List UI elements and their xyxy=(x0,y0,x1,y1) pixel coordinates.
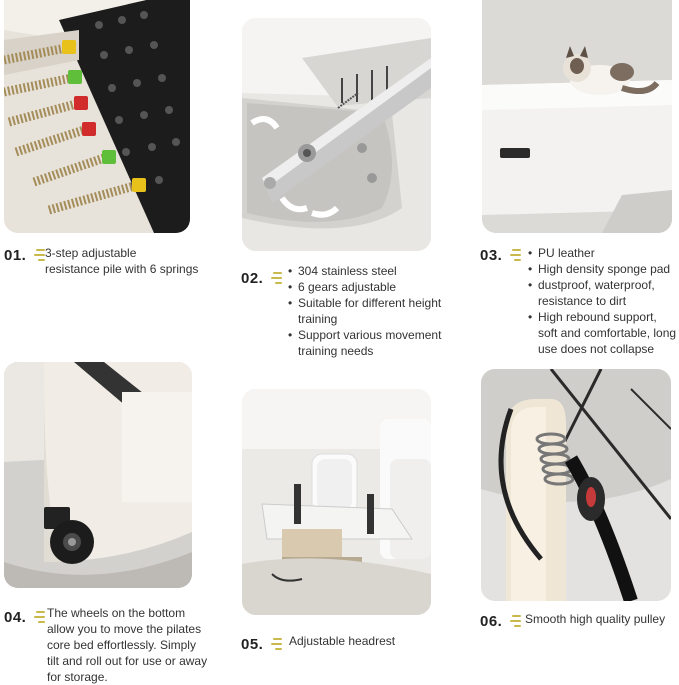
photo-gear-bracket xyxy=(242,18,431,251)
photo-cushion-cat xyxy=(482,0,672,233)
photo-wheels xyxy=(4,362,192,588)
photo-springs xyxy=(4,0,190,233)
gold-stripes-icon xyxy=(510,249,521,264)
desc-line: 3-step adjustable xyxy=(45,246,137,260)
bullet-item: Support various movement training needs xyxy=(288,327,448,359)
gear-bracket-illustration xyxy=(242,18,431,251)
desc-line: Smooth high quality pulley xyxy=(525,612,666,626)
item-01-description: 3-step adjustable resistance pile with 6… xyxy=(45,245,198,277)
gold-stripes-icon xyxy=(271,272,282,287)
bullet-item: PU leather xyxy=(528,245,678,261)
item-number-05: 05. xyxy=(241,636,264,653)
desc-line: The wheels on the bottom xyxy=(47,606,186,620)
desc-line: for storage. xyxy=(47,670,108,684)
gold-stripes-icon xyxy=(34,611,45,626)
item-number-04: 04. xyxy=(4,609,27,626)
item-number-01: 01. xyxy=(4,247,27,264)
springs-illustration xyxy=(4,0,190,233)
desc-line: resistance pile with 6 springs xyxy=(45,262,199,276)
gold-stripes-icon xyxy=(34,249,45,264)
item-number-06: 06. xyxy=(480,613,503,630)
item-06-description: Smooth high quality pulley xyxy=(525,611,665,627)
gold-stripes-icon xyxy=(510,615,521,630)
item-04-description: The wheels on the bottom allow you to mo… xyxy=(47,605,227,685)
bullet-item: High density sponge pad xyxy=(528,261,678,277)
photo-pulley xyxy=(481,369,671,601)
desc-line: allow you to move the pilates xyxy=(47,622,202,636)
item-number-03: 03. xyxy=(480,247,503,264)
item-02-bullets: 304 stainless steel 6 gears adjustable S… xyxy=(288,263,448,359)
gold-stripes-icon xyxy=(271,638,282,653)
bullet-item: dustproof, waterproof, resistance to dir… xyxy=(528,277,678,309)
photo-headrest xyxy=(242,389,431,615)
headrest-illustration xyxy=(242,389,431,615)
bullet-item: Suitable for different height training xyxy=(288,295,448,327)
item-number-02: 02. xyxy=(241,270,264,287)
item-05-description: Adjustable headrest xyxy=(289,633,395,649)
item-03-bullets: PU leather High density sponge pad dustp… xyxy=(528,245,678,357)
bullet-item: High rebound support, soft and comfortab… xyxy=(528,309,678,357)
cushion-cat-illustration xyxy=(482,0,672,233)
desc-line: core bed effortlessly. Simply xyxy=(47,638,196,652)
bullet-item: 304 stainless steel xyxy=(288,263,448,279)
desc-line: tilt and roll out for use or away xyxy=(47,654,208,668)
bullet-item: 6 gears adjustable xyxy=(288,279,448,295)
wheels-illustration xyxy=(4,362,192,588)
pulley-illustration xyxy=(481,369,671,601)
desc-line: Adjustable headrest xyxy=(289,634,396,648)
